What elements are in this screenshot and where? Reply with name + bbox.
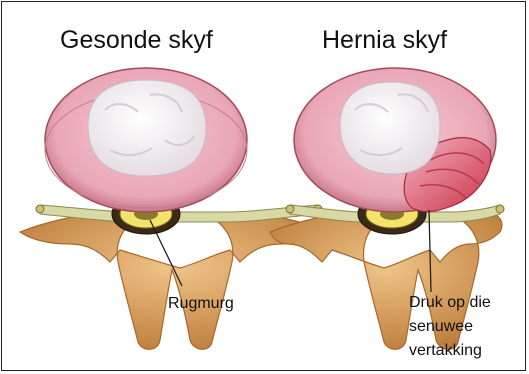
healthy-nucleus <box>88 80 206 176</box>
nerve-pressure-label-line3: vertakking <box>409 339 482 363</box>
nerve-pressure-label-line2: senuwee <box>409 315 473 339</box>
spinal-cord-label: Rugmurg <box>168 292 234 316</box>
hernia-disc-title: Hernia skyf <box>322 26 447 55</box>
healthy-disc-title: Gesonde skyf <box>60 26 213 55</box>
nerve-pressure-label-line1: Druk op die <box>409 291 491 315</box>
hernia-nucleus <box>340 82 440 174</box>
